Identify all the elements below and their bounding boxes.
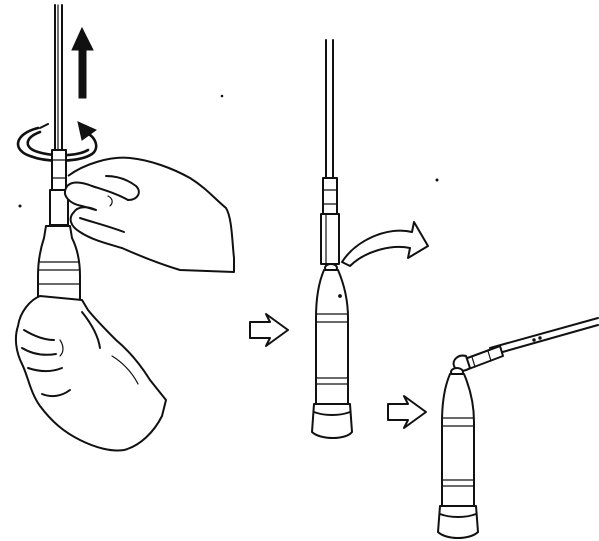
upper-hand	[65, 158, 234, 272]
radio-body-step-3	[438, 368, 478, 538]
antenna-rod-step-2	[326, 40, 333, 180]
step-1-group	[16, 5, 234, 451]
lower-hand	[16, 296, 166, 451]
up-arrow-icon	[72, 28, 93, 98]
hollow-arrow-icon-2	[388, 396, 426, 428]
step-2-group	[312, 40, 428, 438]
curved-arrow-icon	[342, 222, 428, 266]
radio-body-step-1	[38, 226, 80, 300]
coupling-step-3	[454, 337, 542, 371]
step-3-group	[438, 318, 598, 538]
antenna-rod-step-3	[490, 318, 598, 355]
coupling-step-2	[321, 178, 339, 264]
radio-body-step-2	[312, 264, 352, 438]
hollow-arrow-icon	[250, 314, 288, 346]
